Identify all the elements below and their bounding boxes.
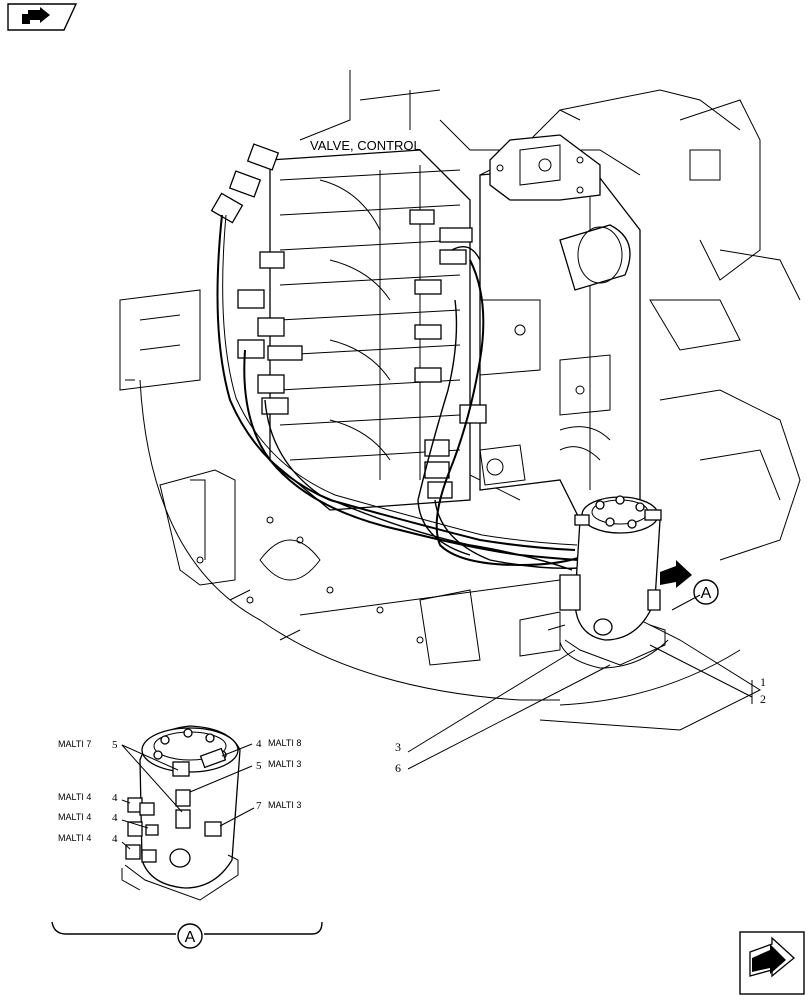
detail-label-malti4c: MALTI 4: [58, 833, 91, 843]
detail-label-malti4a: MALTI 4: [58, 792, 91, 802]
hydraulic-hoses: [216, 214, 581, 571]
detail-num-malti3b: 7: [256, 800, 262, 812]
control-valve: [210, 134, 641, 521]
detail-num-malti8: 4: [256, 738, 262, 750]
swivel-manifold: [547, 495, 701, 669]
callout-2: 2: [760, 692, 766, 706]
view-a-marker: A: [693, 579, 719, 605]
detail-a-letter: A: [185, 929, 196, 946]
detail-num-malti3a: 5: [256, 760, 262, 772]
detail-label-malti3b: MALTI 3: [268, 800, 301, 810]
main-callouts: 1 2 3 6: [395, 644, 766, 775]
detail-num-malti4b: 4: [112, 812, 118, 824]
callout-1: 1: [760, 675, 766, 689]
callout-6: 6: [395, 761, 401, 775]
detail-num-malti4a: 4: [112, 792, 118, 804]
detail-num-malti4c: 4: [112, 833, 118, 845]
forward-page-icon[interactable]: [7, 3, 78, 31]
detail-num-malti7: 5: [112, 739, 118, 751]
detail-label-malti8: MALTI 8: [268, 738, 301, 748]
detail-a-inset: MALTI 7 5 4 MALTI 8 5 MALTI 3 MALTI 4 4 …: [51, 725, 323, 949]
next-page-icon[interactable]: [739, 931, 805, 995]
detail-label-malti4b: MALTI 4: [58, 812, 91, 822]
diagram-title: VALVE, CONTROL: [310, 138, 421, 153]
detail-label-malti7: MALTI 7: [58, 739, 91, 749]
view-a-letter: A: [701, 585, 712, 602]
callout-3: 3: [395, 740, 401, 754]
detail-label-malti3a: MALTI 3: [268, 759, 301, 769]
